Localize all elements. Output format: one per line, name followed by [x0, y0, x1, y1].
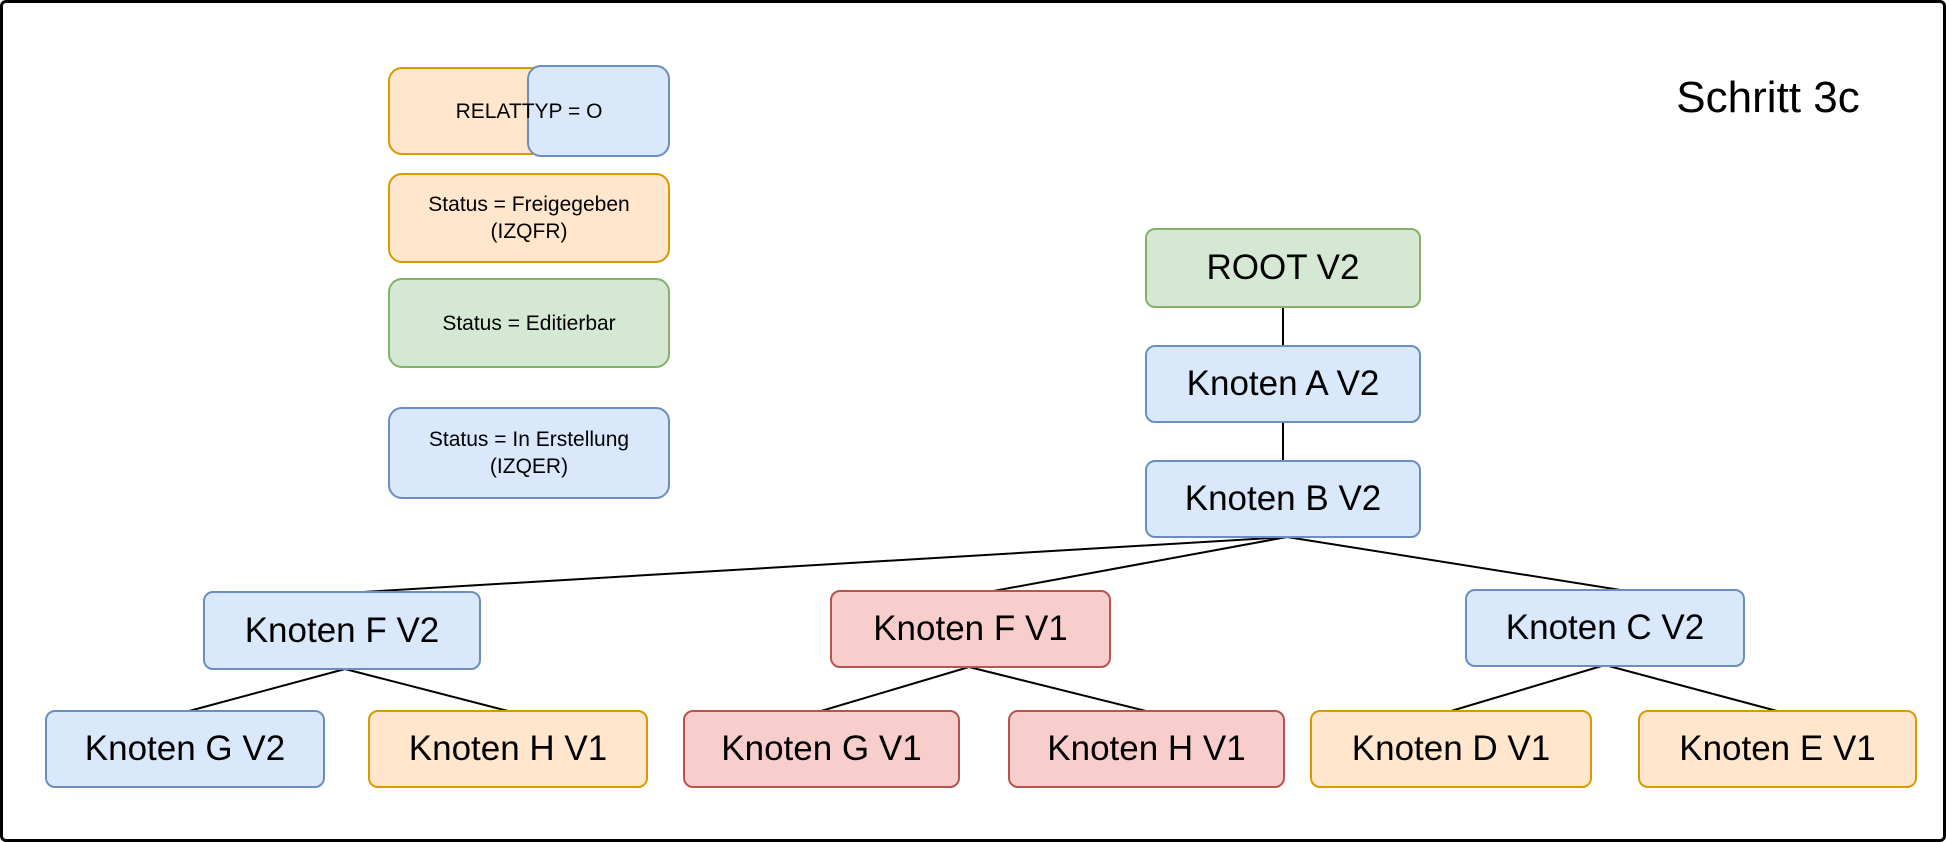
- legend-relattyp-blue-box: [527, 65, 670, 157]
- connector-lines: [188, 308, 1778, 712]
- edge-fv1-gv1: [820, 666, 970, 712]
- legend-freigegeben-line2: (IZQFR): [490, 220, 568, 243]
- legend-in-erstellung-line2: (IZQER): [489, 455, 569, 478]
- legend-relattyp-label: RELATTYP = O: [388, 65, 670, 157]
- tree-node-knoten-c-v2: Knoten C V2: [1465, 589, 1745, 667]
- edge-b-cv2: [1286, 536, 1634, 593]
- tree-node-knoten-f-v1: Knoten F V1: [830, 590, 1111, 668]
- legend-freigegeben-box: Status = Freigegeben (IZQFR): [388, 173, 670, 263]
- edge-cv2-dv1: [1450, 664, 1606, 712]
- edge-b-fv1: [987, 536, 1288, 593]
- edge-fv2-hv1: [344, 668, 509, 712]
- tree-node-knoten-g-v1: Knoten G V1: [683, 710, 960, 788]
- legend-editierbar-box: Status = Editierbar: [388, 278, 670, 368]
- legend-in-erstellung-box: Status = In Erstellung (IZQER): [388, 407, 670, 499]
- tree-node-knoten-h-v1-left: Knoten H V1: [368, 710, 648, 788]
- tree-node-knoten-b-v2: Knoten B V2: [1145, 460, 1421, 538]
- tree-node-knoten-g-v2: Knoten G V2: [45, 710, 325, 788]
- tree-node-root-v2: ROOT V2: [1145, 228, 1421, 308]
- tree-node-knoten-a-v2: Knoten A V2: [1145, 345, 1421, 423]
- tree-node-knoten-e-v1: Knoten E V1: [1638, 710, 1917, 788]
- edge-b-fv2: [362, 536, 1288, 593]
- edge-fv1-hv1: [968, 666, 1147, 712]
- tree-node-knoten-d-v1: Knoten D V1: [1310, 710, 1592, 788]
- legend-in-erstellung-line1: Status = In Erstellung: [428, 428, 630, 451]
- legend-editierbar-text: Status = Editierbar: [442, 311, 616, 335]
- tree-node-knoten-h-v1-mid: Knoten H V1: [1008, 710, 1285, 788]
- edge-fv2-gv2: [188, 668, 346, 712]
- page-title: Schritt 3c: [1676, 73, 1860, 122]
- tree-node-knoten-f-v2: Knoten F V2: [203, 591, 481, 670]
- legend-freigegeben-line1: Status = Freigegeben: [428, 193, 630, 216]
- edge-cv2-ev1: [1604, 664, 1778, 712]
- legend-relattyp-text: RELATTYP = O: [455, 99, 603, 123]
